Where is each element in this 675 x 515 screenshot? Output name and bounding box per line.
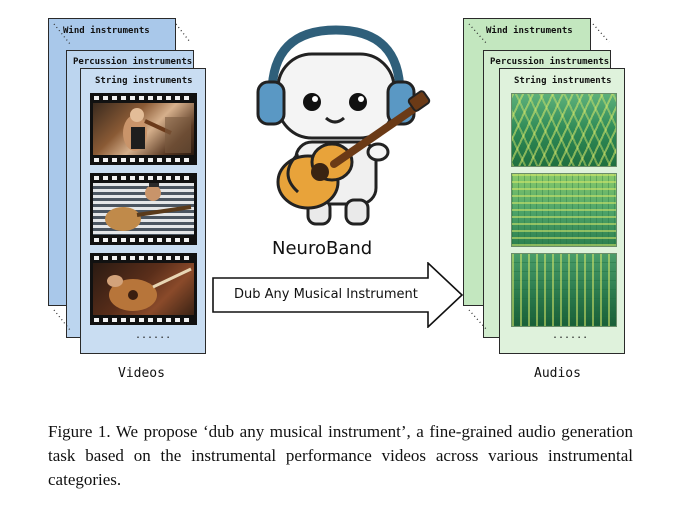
video-card-wind-title: Wind instruments	[63, 26, 150, 36]
video-card-percussion-title: Percussion instruments	[73, 57, 193, 67]
audio-card-percussion-title: Percussion instruments	[490, 57, 610, 67]
video-card-string: String instruments	[80, 68, 206, 354]
audio-card-wind-title: Wind instruments	[486, 26, 573, 36]
audios-label: Audios	[534, 366, 581, 381]
audio-more-ellipsis: ......	[552, 330, 589, 341]
robot-guitar-icon	[256, 25, 431, 226]
violin-player-image	[123, 108, 191, 153]
spectrogram-1	[511, 93, 617, 167]
guitar-player-image	[93, 183, 194, 235]
dub-arrow-text: Dub Any Musical Instrument	[234, 287, 418, 302]
video-frame-violin	[90, 93, 197, 165]
video-frame-lute	[90, 253, 197, 325]
video-frame-guitar	[90, 173, 197, 245]
neuroband-title: NeuroBand	[272, 238, 373, 259]
spectrogram-2	[511, 173, 617, 247]
neuroband-mascot	[238, 24, 434, 232]
spectrogram-3	[511, 253, 617, 327]
figure-caption: Figure 1. We propose ‘dub any musical in…	[48, 422, 633, 489]
video-card-string-title: String instruments	[95, 76, 193, 86]
video-more-ellipsis: ......	[135, 330, 172, 341]
dub-arrow	[212, 262, 464, 328]
audio-stack-connectors	[468, 23, 610, 331]
lute-player-image	[107, 267, 192, 311]
audio-card-string-title: String instruments	[514, 76, 612, 86]
videos-label: Videos	[118, 366, 165, 381]
video-stack-connectors	[53, 23, 191, 331]
audio-card-string: String instruments ......	[499, 68, 625, 354]
